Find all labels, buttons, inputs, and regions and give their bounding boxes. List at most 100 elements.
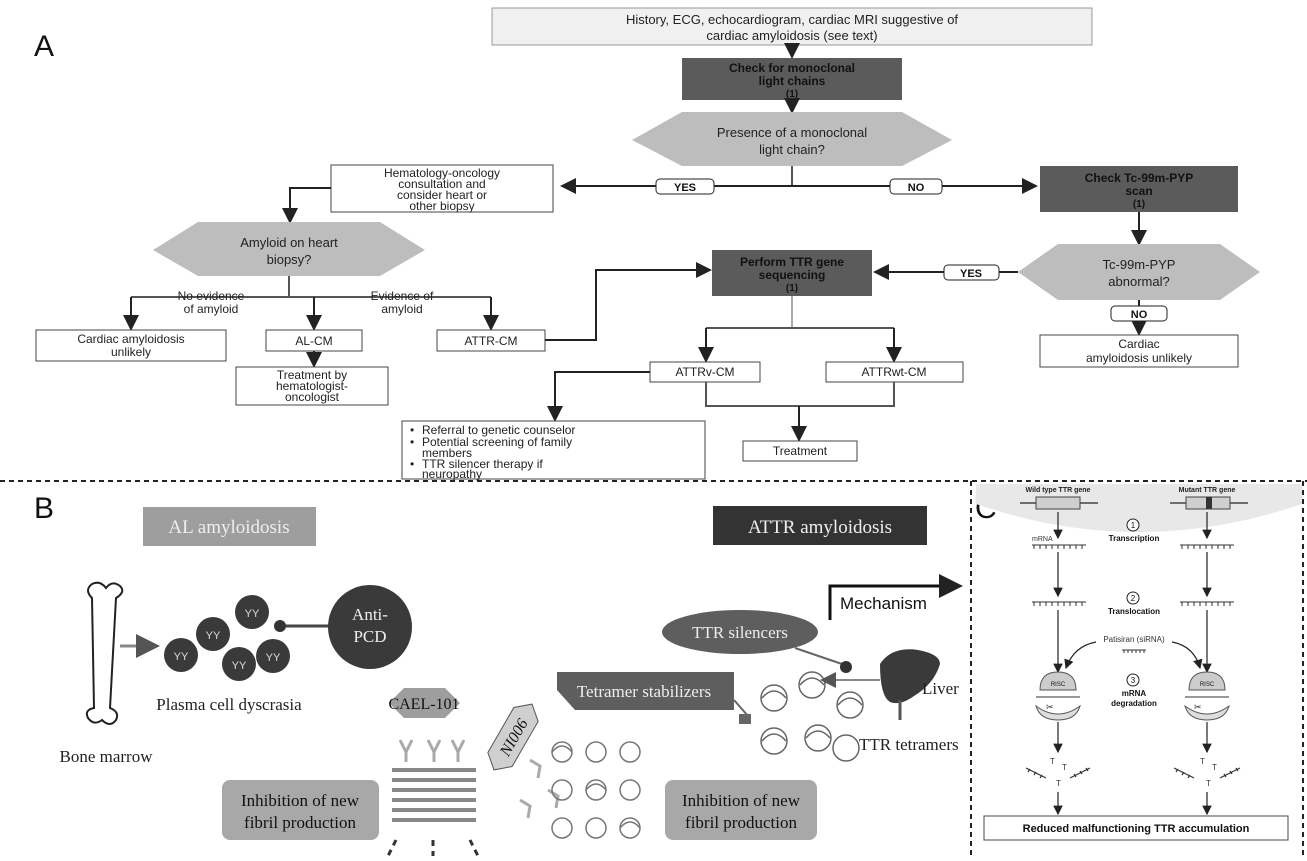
- step-2-circle: [1126, 591, 1140, 605]
- referral-line-3: members: [422, 446, 472, 460]
- inhibitor-dot-icon: [274, 620, 286, 632]
- wild-type-gene-icon: [1020, 496, 1098, 510]
- amyloid-biopsy-decision: [153, 222, 425, 276]
- step-3-circle: [1126, 673, 1140, 687]
- scissors-right-icon: ✂: [1194, 702, 1202, 712]
- mechanism-arrow: [828, 574, 963, 620]
- stabilizer-marker-icon: [739, 714, 751, 724]
- svg-text:T: T: [1056, 779, 1061, 788]
- al-amyloidosis-label: [143, 507, 316, 546]
- no-label-top: [889, 178, 943, 195]
- svg-text:T: T: [1200, 757, 1205, 766]
- unlikely-right-line-2: amyloidosis unlikely: [1086, 351, 1192, 365]
- check-pyp-line-1: Check Tc-99m-PYP: [1085, 171, 1194, 185]
- liver-label: Liver: [922, 679, 959, 698]
- check-light-chains-box: [682, 58, 902, 100]
- amyloid-question-line-2: biopsy?: [267, 252, 312, 267]
- bone-icon: [85, 581, 124, 725]
- wild-type-label: Wild type TTR gene: [1026, 487, 1091, 494]
- mrna-degradation-line-2: degradation: [1111, 699, 1157, 708]
- antibody-icon-2: [519, 758, 560, 819]
- svg-text:YY: YY: [206, 630, 221, 642]
- check-light-chains-ref: (1): [786, 89, 798, 100]
- mrna-label: mRNA: [1032, 536, 1053, 543]
- check-pyp-box: [1040, 166, 1238, 212]
- hem-onc-line-2: consultation and: [398, 177, 485, 191]
- unlikely-left-line-2: unlikely: [111, 345, 151, 359]
- step-2-text: 2: [1131, 594, 1136, 603]
- degraded-fragments-icon: T T T T T T: [1025, 757, 1241, 788]
- no-text-pyp: NO: [1131, 309, 1148, 321]
- perform-ttr-line-2: sequencing: [759, 268, 826, 282]
- cael-label: [389, 688, 460, 718]
- yes-label-pyp: [943, 264, 1000, 281]
- inhibition-right-box: [665, 780, 817, 840]
- mrna-strands-icon: [1032, 544, 1234, 606]
- ni006-label: NI006: [487, 703, 539, 771]
- inhibition-right-line-1: Inhibition of new: [682, 791, 801, 810]
- anti-pcd-line-1: Anti-: [352, 605, 388, 624]
- result-box: [983, 815, 1289, 841]
- tetramer-stabilizers-text: Tetramer stabilizers: [577, 682, 711, 701]
- no-evidence-line-1: No evidence: [178, 289, 245, 303]
- attr-amyloidosis-label: [713, 506, 927, 545]
- treatment-hem-line-1: Treatment by: [277, 368, 347, 382]
- treatment-hem-line-2: hematologist-: [276, 379, 348, 393]
- start-box: [491, 7, 1093, 46]
- check-light-chains-line-2: light chains: [759, 74, 826, 88]
- presence-question-line-1: Presence of a monoclonal: [717, 125, 867, 140]
- pyp-question-line-1: Tc-99m-PYP: [1103, 257, 1176, 272]
- liver-icon: [880, 649, 940, 720]
- svg-text:T: T: [1212, 763, 1217, 772]
- protein-lattice-icon: [551, 741, 641, 839]
- unlikely-right-box: [1039, 334, 1239, 368]
- referral-bullet-1: •: [410, 423, 414, 437]
- risc-right-icon: [1184, 671, 1230, 721]
- treatment-hem-line-3: oncologist: [285, 390, 340, 404]
- panel-label-b: B: [34, 492, 54, 525]
- check-light-chains-line-1: Check for monoclonal: [729, 61, 855, 75]
- svg-text:YY: YY: [266, 652, 281, 664]
- panel-label-a: A: [34, 30, 54, 63]
- attrwt-text: ATTRwt-CM: [861, 365, 926, 379]
- referral-bullet-2: •: [410, 435, 414, 449]
- inhibition-left-line-1: Inhibition of new: [241, 791, 360, 810]
- translocation-label: Translocation: [1108, 607, 1160, 616]
- sirna-icon: [1122, 649, 1146, 653]
- start-text-line-2: cardiac amyloidosis (see text): [706, 28, 877, 43]
- treatment-text: Treatment: [773, 444, 828, 458]
- svg-text:T: T: [1206, 779, 1211, 788]
- attrv-text: ATTRv-CM: [675, 365, 734, 379]
- patisiran-label: Patisiran (siRNA): [1103, 635, 1165, 644]
- transcription-label: Transcription: [1109, 534, 1160, 543]
- ttr-tetramers-label: TTR tetramers: [859, 735, 959, 754]
- anti-pcd-circle: [328, 585, 412, 669]
- referral-line-2: Potential screening of family: [422, 435, 572, 449]
- yes-text-top: YES: [674, 182, 696, 194]
- evidence-line-1: Evidence of: [371, 289, 434, 303]
- plasma-cell-icon: YY YY YY YY YY: [164, 595, 290, 681]
- referral-line-5: neuropathy: [422, 467, 482, 481]
- hem-onc-line-4: other biopsy: [409, 199, 474, 213]
- attr-cm-text: ATTR-CM: [464, 334, 517, 348]
- unlikely-right-line-1: Cardiac: [1118, 337, 1159, 351]
- step-3-text: 3: [1131, 676, 1136, 685]
- fibril-icon: [392, 768, 476, 822]
- cael-text: CAEL-101: [388, 696, 459, 713]
- pyp-decision: [1018, 244, 1260, 300]
- referral-line-4: TTR silencer therapy if: [422, 457, 543, 471]
- ttr-tetramers-icon: [760, 671, 864, 762]
- mutant-label: Mutant TTR gene: [1179, 487, 1236, 494]
- presence-question-line-2: light chain?: [759, 142, 825, 157]
- al-cm-text: AL-CM: [295, 334, 332, 348]
- silencer-dot-icon: [840, 661, 852, 673]
- perform-ttr-line-1: Perform TTR gene: [740, 255, 844, 269]
- unlikely-left-box: [35, 329, 227, 362]
- inhibition-left-box: [222, 780, 379, 840]
- yes-label-top: [655, 178, 715, 195]
- treatment-hem-box: [235, 366, 389, 406]
- risc-left-icon: [1035, 671, 1081, 721]
- evidence-line-2: amyloid: [381, 302, 422, 316]
- hem-onc-line-1: Hematology-oncology: [384, 166, 500, 180]
